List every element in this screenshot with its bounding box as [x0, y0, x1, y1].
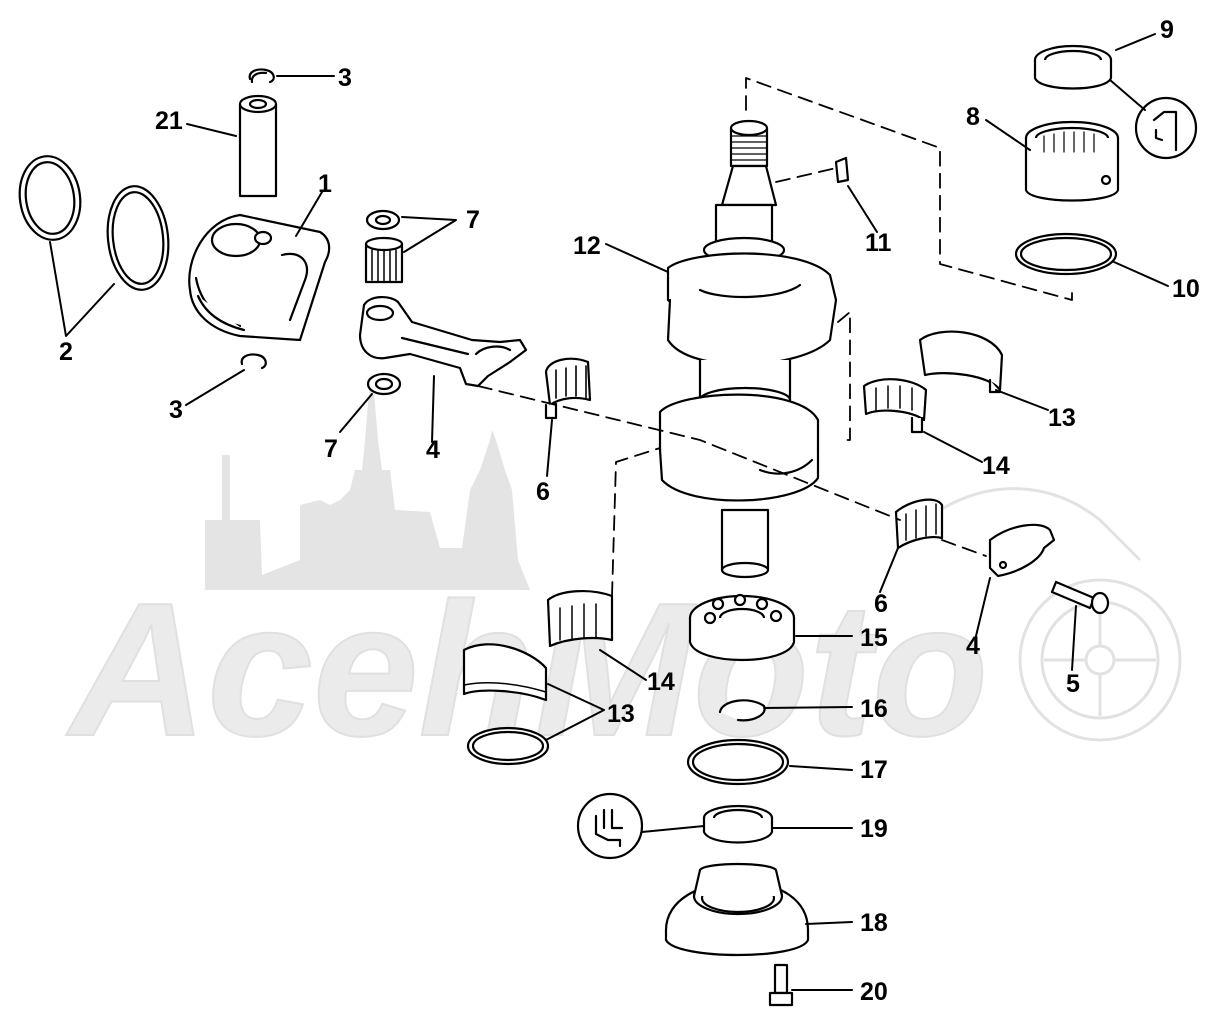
- rod-bolt: [1050, 580, 1110, 615]
- callout-15: 15: [860, 624, 888, 652]
- callout-4-cap: 4: [966, 632, 980, 660]
- connecting-rod: [358, 296, 528, 388]
- piston: [188, 213, 331, 342]
- callout-9: 9: [1160, 16, 1174, 44]
- callout-19: 19: [860, 815, 888, 843]
- bearing-cage-bottom: [546, 589, 614, 648]
- callout-4-rod: 4: [426, 436, 440, 464]
- callout-13-bottom: 13: [607, 700, 635, 728]
- ball-bearing: [688, 593, 796, 662]
- oil-seal: [702, 804, 774, 844]
- callout-3-top: 3: [338, 64, 352, 92]
- seal-ring: [1033, 44, 1113, 90]
- callout-12: 12: [573, 232, 601, 260]
- callout-11: 11: [865, 229, 892, 257]
- callout-5: 5: [1066, 670, 1080, 698]
- rod-cap: [988, 523, 1056, 578]
- callout-1: 1: [318, 170, 332, 198]
- callout-7-top: 7: [466, 206, 480, 234]
- callout-3-lower: 3: [169, 396, 183, 424]
- bearing-cage-right: [862, 378, 928, 434]
- callout-13-right: 13: [1048, 404, 1076, 432]
- retaining-ring-lower: [240, 353, 267, 370]
- bearing-housing: [664, 862, 810, 957]
- retaining-ring-bottom: [466, 726, 550, 766]
- retaining-ring-top: [248, 68, 275, 84]
- bearing-race-right: [918, 330, 1004, 394]
- callout-18: 18: [860, 909, 888, 937]
- detail-circle-left: [576, 792, 644, 860]
- crankshaft: [658, 119, 838, 579]
- callout-6-right: 6: [874, 590, 888, 618]
- o-ring-top: [1014, 232, 1118, 276]
- thrust-washer-lower: [366, 372, 402, 396]
- needle-bearing-small: [364, 236, 404, 284]
- bearing-race-bottom: [462, 643, 548, 702]
- piston-rings: [18, 155, 170, 291]
- bearing-cage-lower-right: [894, 498, 944, 550]
- callout-8: 8: [966, 103, 980, 131]
- callout-14-bottom: 14: [647, 668, 675, 696]
- callout-21: 21: [155, 107, 183, 135]
- snap-ring: [718, 699, 766, 722]
- housing-screw: [768, 963, 794, 1007]
- piston-pin: [238, 94, 278, 198]
- callout-6-left: 6: [536, 478, 550, 506]
- callout-7-lower: 7: [324, 435, 338, 463]
- callout-10: 10: [1172, 275, 1200, 303]
- woodruff-key: [834, 156, 850, 184]
- callout-17: 17: [860, 756, 888, 784]
- callout-2: 2: [59, 338, 73, 366]
- o-ring-bottom: [686, 738, 790, 786]
- callout-16: 16: [860, 695, 888, 723]
- bearing-cage-left: [544, 357, 592, 420]
- callout-20: 20: [860, 978, 888, 1006]
- detail-circle-top: [1134, 96, 1198, 160]
- callout-14-right: 14: [982, 452, 1010, 480]
- main-bearing-top: [1024, 120, 1120, 202]
- thrust-washer-top: [365, 209, 401, 231]
